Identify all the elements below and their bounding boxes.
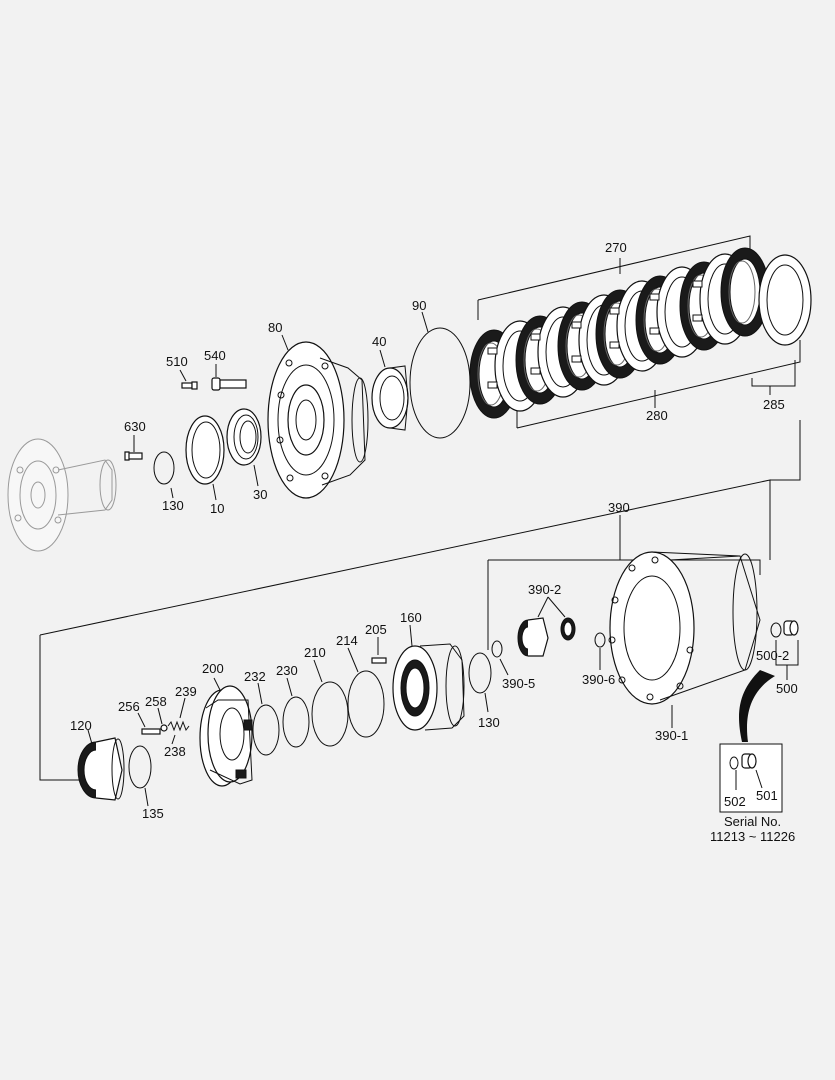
serial-detail-box [719, 743, 783, 813]
label-540: 540 [204, 348, 226, 363]
label-120: 120 [70, 718, 92, 733]
label-390: 390 [608, 500, 630, 515]
part-390-6-washer [594, 632, 606, 648]
label-630: 630 [124, 419, 146, 434]
label-510: 510 [166, 354, 188, 369]
label-501: 501 [756, 788, 778, 803]
part-630-bolt [124, 435, 143, 461]
part-10-seal [185, 415, 225, 501]
plate-bracket-bottom [516, 340, 801, 429]
label-130-lower: 130 [478, 715, 500, 730]
label-210: 210 [304, 645, 326, 660]
part-200-carrier [199, 677, 253, 787]
part-120-gear [77, 729, 125, 801]
label-205: 205 [365, 622, 387, 637]
label-40: 40 [372, 334, 386, 349]
label-258: 258 [145, 694, 167, 709]
label-390-2: 390-2 [528, 582, 561, 597]
label-238: 238 [164, 744, 186, 759]
part-239-spring [167, 697, 190, 732]
part-230-ring [282, 696, 310, 748]
label-285: 285 [763, 397, 785, 412]
part-390-5-ring [491, 640, 503, 658]
part-40-bearing [371, 349, 409, 431]
label-390-6: 390-6 [582, 672, 615, 687]
label-30: 30 [253, 487, 267, 502]
part-30-bearing [226, 408, 262, 487]
clutch-pack [469, 247, 812, 419]
part-210-ring [311, 681, 349, 747]
part-90-ring [409, 327, 471, 439]
label-10: 10 [210, 501, 224, 516]
label-500-2: 500-2 [756, 648, 789, 663]
label-502: 502 [724, 794, 746, 809]
label-280: 280 [646, 408, 668, 423]
390-bracket [488, 559, 761, 575]
part-510-bolt [179, 369, 198, 390]
part-258-ball [157, 707, 168, 732]
label-200: 200 [202, 661, 224, 676]
serial-callout-arrow [739, 670, 775, 742]
label-390-5: 390-5 [502, 676, 535, 691]
serial-range: 11213 ~ 11226 [710, 829, 795, 844]
label-500: 500 [776, 681, 798, 696]
input-flange-ghost [7, 438, 117, 552]
label-135: 135 [142, 806, 164, 821]
label-90: 90 [412, 298, 426, 313]
label-230: 230 [276, 663, 298, 678]
part-256-pin [137, 712, 161, 735]
label-160: 160 [400, 610, 422, 625]
label-232: 232 [244, 669, 266, 684]
label-80: 80 [268, 320, 282, 335]
part-135-ring [128, 745, 152, 789]
part-130-oring-lower [468, 652, 492, 694]
part-205-pin [371, 637, 387, 664]
label-256: 256 [118, 699, 140, 714]
part-390-2-sleeves [517, 596, 576, 657]
label-214: 214 [336, 633, 358, 648]
part-500-2-plug [770, 620, 799, 680]
label-270: 270 [605, 240, 627, 255]
part-130-oring-upper [153, 451, 175, 485]
part-390-1-housing [608, 551, 761, 728]
part-160-piston [392, 624, 465, 731]
label-239: 239 [175, 684, 197, 699]
serial-title: Serial No. [724, 814, 781, 829]
part-540-bolt [211, 364, 247, 391]
assembly-frame-left [39, 635, 80, 781]
label-130-upper: 130 [162, 498, 184, 513]
part-214-ring [347, 670, 385, 738]
part-232-ring [252, 704, 280, 756]
label-390-1: 390-1 [655, 728, 688, 743]
part-80-hub [267, 334, 369, 499]
